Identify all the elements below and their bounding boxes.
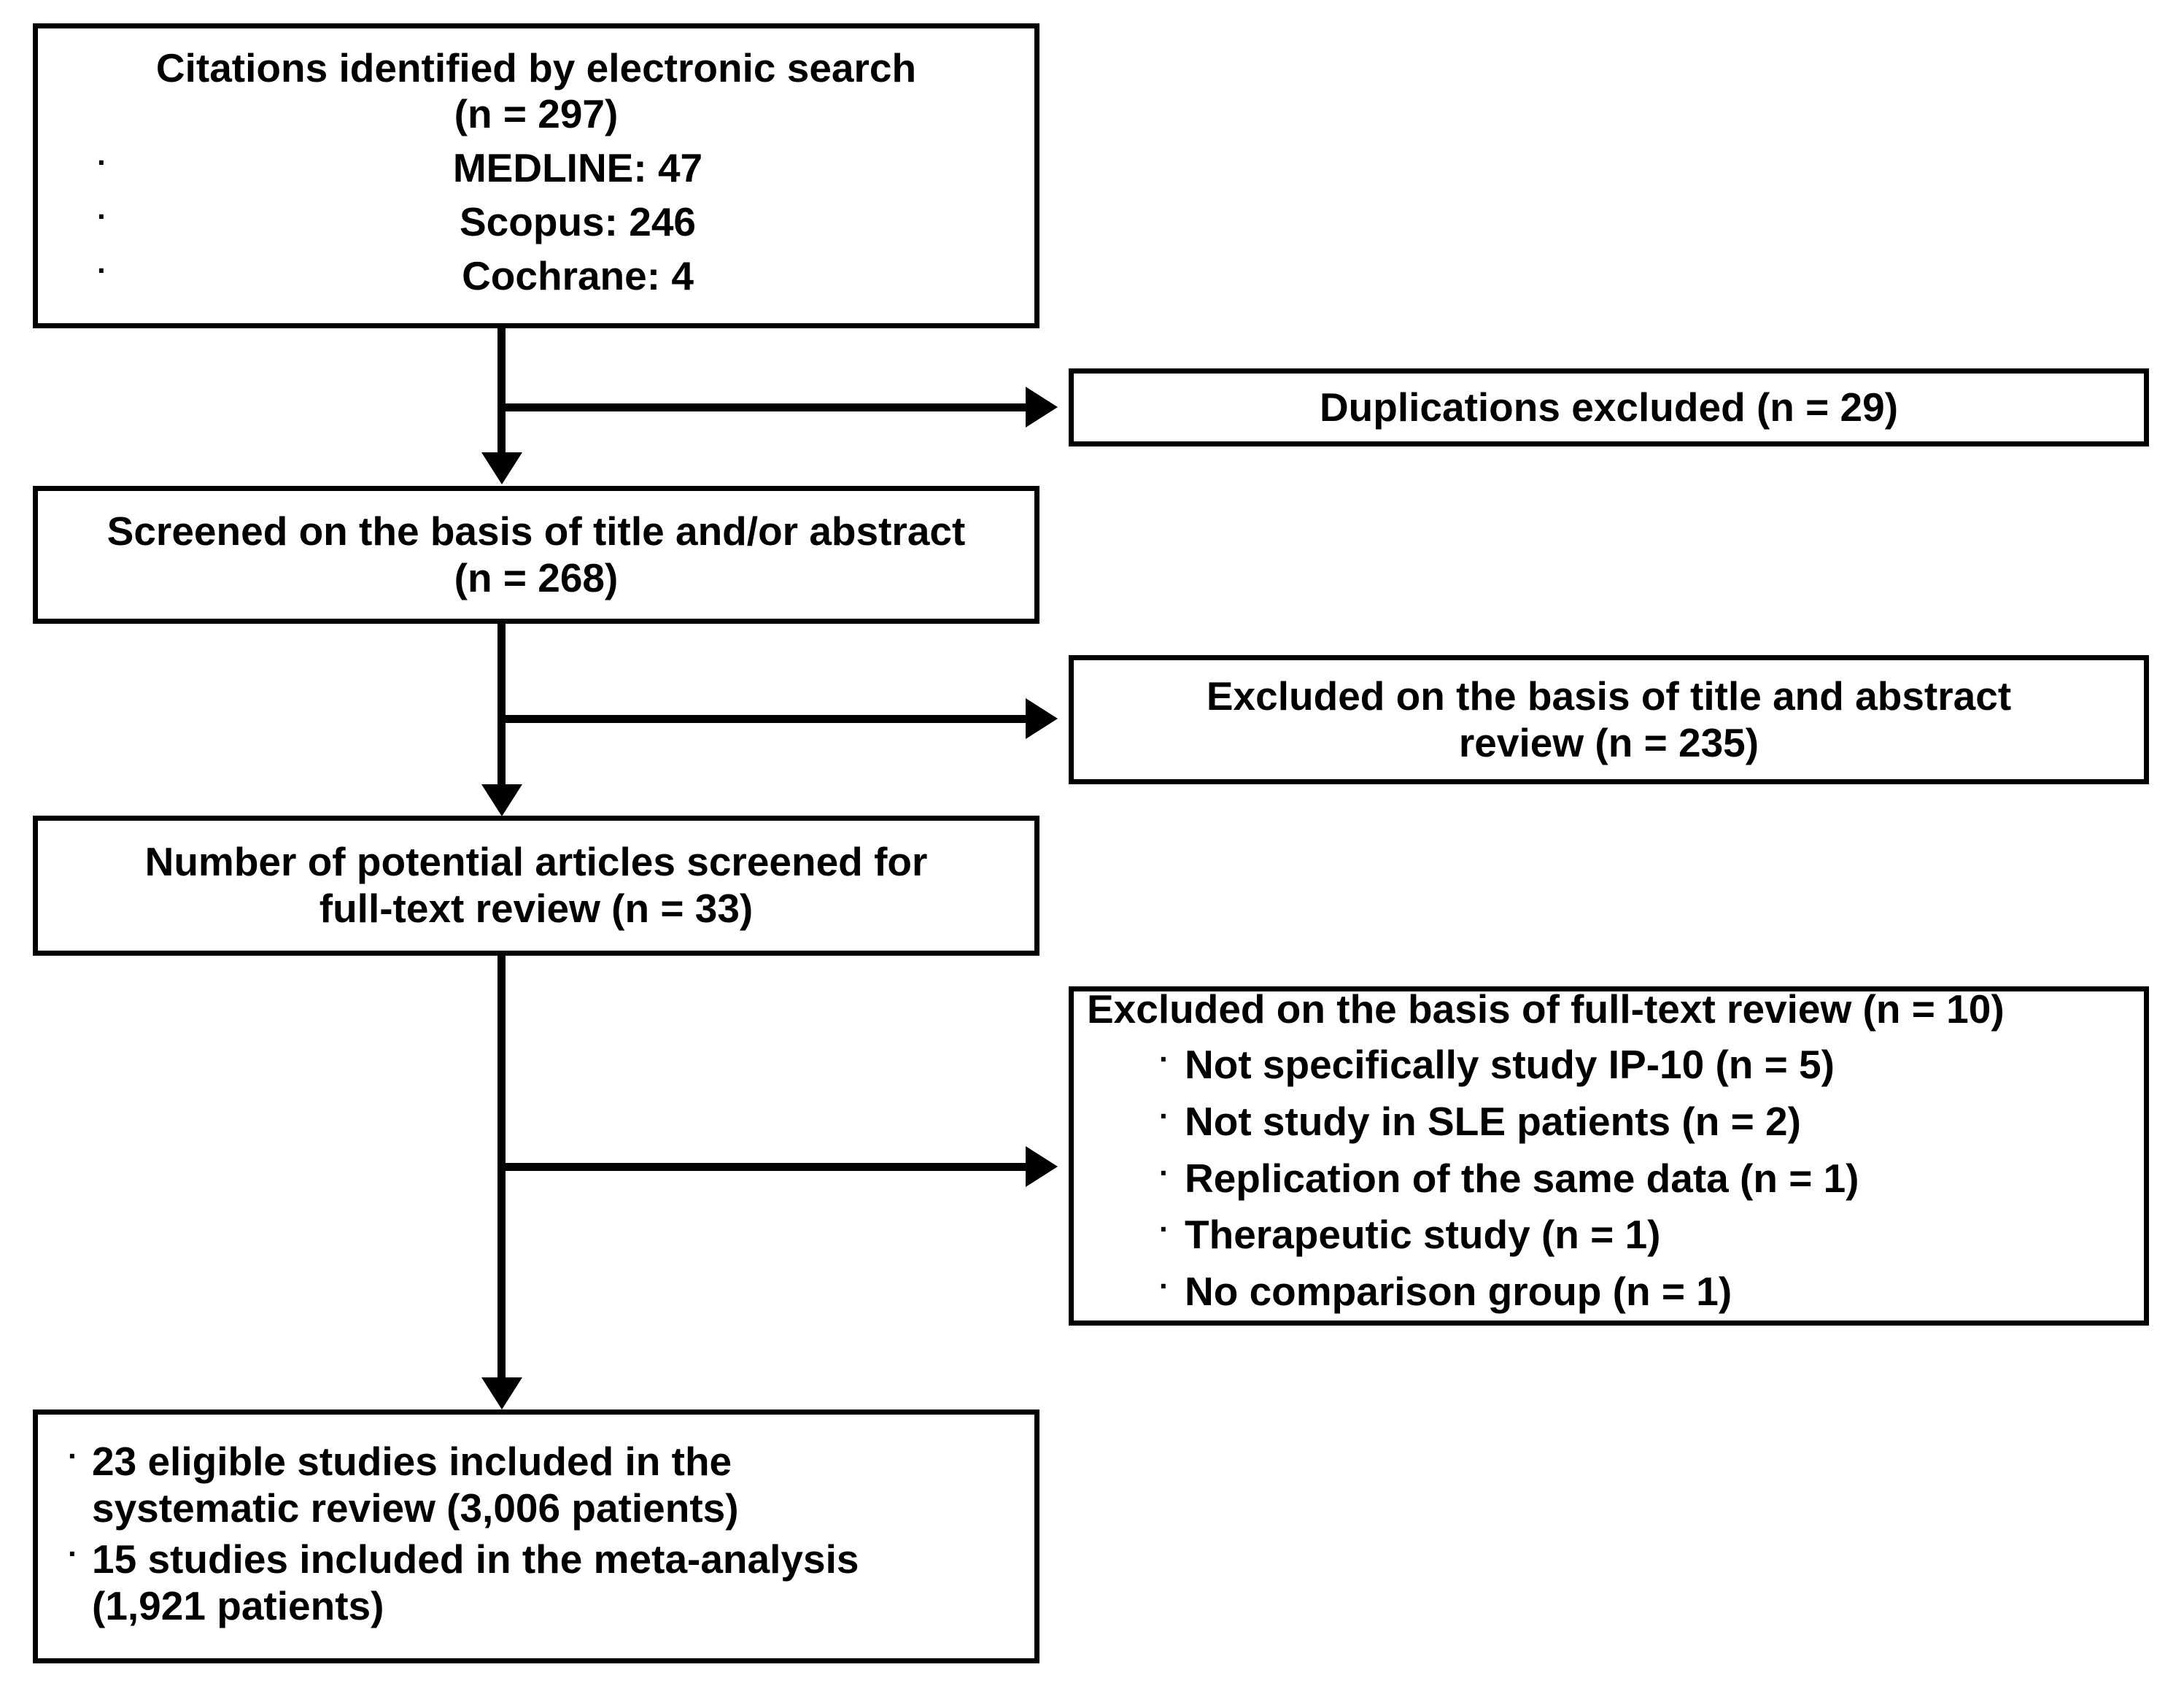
- list-item: · Not specifically study IP-10 (n = 5): [1144, 1042, 2131, 1088]
- excluded-reason-not-sle: Not study in SLE patients (n = 2): [1185, 1098, 1801, 1144]
- bullet-icon: ·: [97, 198, 107, 233]
- list-item: · 15 studies included in the meta-analys…: [54, 1536, 1023, 1630]
- excluded-reason-no-comparison: No comparison group (n = 1): [1185, 1269, 1732, 1315]
- bullet-icon: ·: [1159, 1041, 1169, 1076]
- connector-branch-to-duplications: [497, 403, 1026, 411]
- connector-stem-citations-to-screened: [497, 328, 506, 452]
- screened-line1: Screened on the basis of title and/or ab…: [107, 508, 966, 554]
- excluded-reason-therapeutic: Therapeutic study (n = 1): [1185, 1212, 1661, 1258]
- bullet-icon: ·: [1159, 1155, 1169, 1190]
- included-systematic-review-line2: systematic review (3,006 patients): [92, 1485, 739, 1531]
- list-item: · No comparison group (n = 1): [1144, 1269, 2131, 1315]
- connector-branch-to-excluded-title-abstract: [497, 715, 1026, 723]
- arrow-down-icon-citations-to-screened: [481, 452, 522, 484]
- list-item: · Replication of the same data (n = 1): [1144, 1156, 2131, 1202]
- excluded-reason-not-ip10: Not specifically study IP-10 (n = 5): [1185, 1041, 1835, 1087]
- arrow-right-icon-to-excluded-title-abstract: [1026, 698, 1058, 739]
- duplications-excluded-text: Duplications excluded (n = 29): [1319, 384, 1899, 430]
- citations-heading-line2: (n = 297): [454, 91, 619, 137]
- arrow-down-icon-potential-to-included: [481, 1377, 522, 1409]
- list-item: · Cochrane: 4: [83, 253, 1034, 300]
- citations-source-medline: MEDLINE: 47: [452, 145, 703, 191]
- list-item: · Therapeutic study (n = 1): [1144, 1212, 2131, 1258]
- citations-heading-line1: Citations identified by electronic searc…: [155, 45, 917, 90]
- box-duplications-excluded: Duplications excluded (n = 29): [1069, 368, 2149, 446]
- list-item: · 23 eligible studies included in the sy…: [54, 1439, 1023, 1532]
- arrow-down-icon-screened-to-potential: [481, 784, 522, 816]
- excluded-fulltext-heading: Excluded on the basis of full-text revie…: [1087, 986, 2005, 1032]
- list-item: · MEDLINE: 47: [83, 145, 1034, 192]
- excluded-ta-line2: review (n = 235): [1458, 719, 1759, 765]
- box-excluded-fulltext-review: Excluded on the basis of full-text revie…: [1069, 986, 2149, 1326]
- screened-line2: (n = 268): [454, 554, 619, 600]
- excluded-fulltext-reason-list: · Not specifically study IP-10 (n = 5) ·…: [1087, 1042, 2131, 1326]
- bullet-icon: ·: [97, 145, 107, 180]
- box-screened-title-abstract: Screened on the basis of title and/or ab…: [33, 486, 1039, 624]
- bullet-icon: ·: [1159, 1212, 1169, 1247]
- bullet-icon: ·: [1159, 1098, 1169, 1133]
- bullet-icon: ·: [97, 252, 107, 287]
- arrow-right-icon-to-duplications: [1026, 387, 1058, 428]
- box-excluded-title-abstract: Excluded on the basis of title and abstr…: [1069, 655, 2149, 784]
- included-systematic-review: 23 eligible studies included in the syst…: [92, 1439, 1023, 1532]
- list-item: · Scopus: 246: [83, 199, 1034, 246]
- potential-articles-line2: full-text review (n = 33): [319, 886, 754, 931]
- citations-source-cochrane: Cochrane: 4: [462, 252, 694, 298]
- bullet-icon: ·: [68, 1536, 78, 1571]
- excluded-ta-line1: Excluded on the basis of title and abstr…: [1206, 673, 2012, 719]
- bullet-icon: ·: [1159, 1269, 1169, 1304]
- box-potential-articles-fulltext: Number of potential articles screened fo…: [33, 816, 1039, 956]
- bullet-icon: ·: [68, 1439, 78, 1474]
- connector-stem-screened-to-potential: [497, 624, 506, 784]
- included-systematic-review-line1: 23 eligible studies included in the: [92, 1439, 732, 1485]
- potential-articles-line1: Number of potential articles screened fo…: [144, 839, 928, 885]
- included-meta-analysis-line1: 15 studies included in the meta-analysis: [92, 1536, 859, 1582]
- connector-branch-to-excluded-fulltext: [497, 1163, 1026, 1171]
- citations-source-scopus: Scopus: 246: [459, 198, 696, 244]
- arrow-right-icon-to-excluded-fulltext: [1026, 1146, 1058, 1187]
- list-item: · Not study in SLE patients (n = 2): [1144, 1099, 2131, 1145]
- box-included-studies: · 23 eligible studies included in the sy…: [33, 1409, 1039, 1663]
- included-studies-list: · 23 eligible studies included in the sy…: [50, 1439, 1023, 1633]
- box-citations-identified: Citations identified by electronic searc…: [33, 23, 1039, 328]
- included-meta-analysis-line2: (1,921 patients): [92, 1582, 384, 1628]
- citations-source-list: · MEDLINE: 47 · Scopus: 246 · Cochrane: …: [38, 145, 1034, 306]
- included-meta-analysis: 15 studies included in the meta-analysis…: [92, 1536, 1023, 1630]
- excluded-reason-replication: Replication of the same data (n = 1): [1185, 1155, 1859, 1201]
